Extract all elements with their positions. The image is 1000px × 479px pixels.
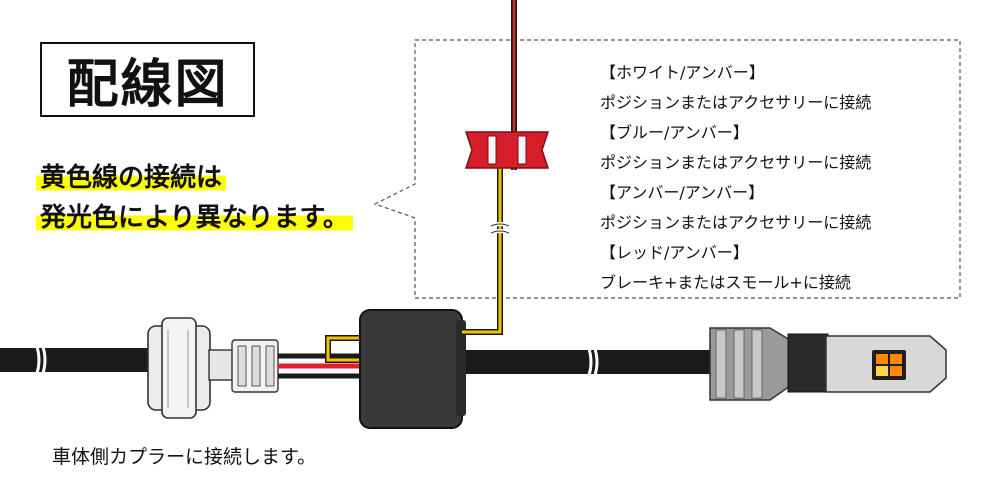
diagram-title: 配線図 bbox=[40, 42, 255, 117]
legend-description: ポジションまたはアクセサリーに接続 bbox=[600, 213, 872, 232]
note-line-2: 発光色により異なります。 bbox=[36, 203, 353, 233]
wire-tap-connector-icon bbox=[464, 131, 550, 169]
legend-description: ポジションまたはアクセサリーに接続 bbox=[600, 153, 872, 172]
legend-heading: 【ブルー/アンバー】 bbox=[600, 123, 749, 142]
legend-item-blue-amber: 【ブルー/アンバー】 ポジションまたはアクセサリーに接続 bbox=[600, 118, 940, 178]
legend-description: ポジションまたはアクセサリーに接続 bbox=[600, 93, 872, 112]
yellow-wire bbox=[462, 164, 503, 335]
legend-description: ブレーキ+またはスモール+に接続 bbox=[600, 273, 851, 292]
color-connection-legend: 【ホワイト/アンバー】 ポジションまたはアクセサリーに接続 【ブルー/アンバー】… bbox=[600, 58, 940, 298]
coupler-caption: 車体側カプラーに接続します。 bbox=[52, 446, 317, 468]
legend-heading: 【アンバー/アンバー】 bbox=[600, 183, 765, 202]
wire-break-mark bbox=[489, 222, 511, 235]
legend-item-red-amber: 【レッド/アンバー】 ブレーキ+またはスモール+に接続 bbox=[600, 238, 940, 298]
coupler-connector-icon bbox=[231, 339, 279, 393]
legend-heading: 【レッド/アンバー】 bbox=[600, 243, 749, 262]
bulb-socket-icon bbox=[147, 317, 236, 419]
vehicle-side-cable bbox=[0, 343, 150, 377]
led-bulb-icon bbox=[709, 327, 947, 401]
coupler-wires bbox=[278, 353, 362, 379]
legend-item-white-amber: 【ホワイト/アンバー】 ポジションまたはアクセサリーに接続 bbox=[600, 58, 940, 118]
legend-item-amber-amber: 【アンバー/アンバー】 ポジションまたはアクセサリーに接続 bbox=[600, 178, 940, 238]
yellow-wire-note: 黄色線の接続は 発光色により異なります。 bbox=[36, 158, 353, 238]
note-line-1: 黄色線の接続は bbox=[36, 163, 227, 193]
control-box-icon bbox=[359, 309, 466, 429]
callout-box bbox=[373, 39, 961, 299]
legend-heading: 【ホワイト/アンバー】 bbox=[600, 63, 765, 82]
bulb-side-cable bbox=[460, 345, 720, 379]
